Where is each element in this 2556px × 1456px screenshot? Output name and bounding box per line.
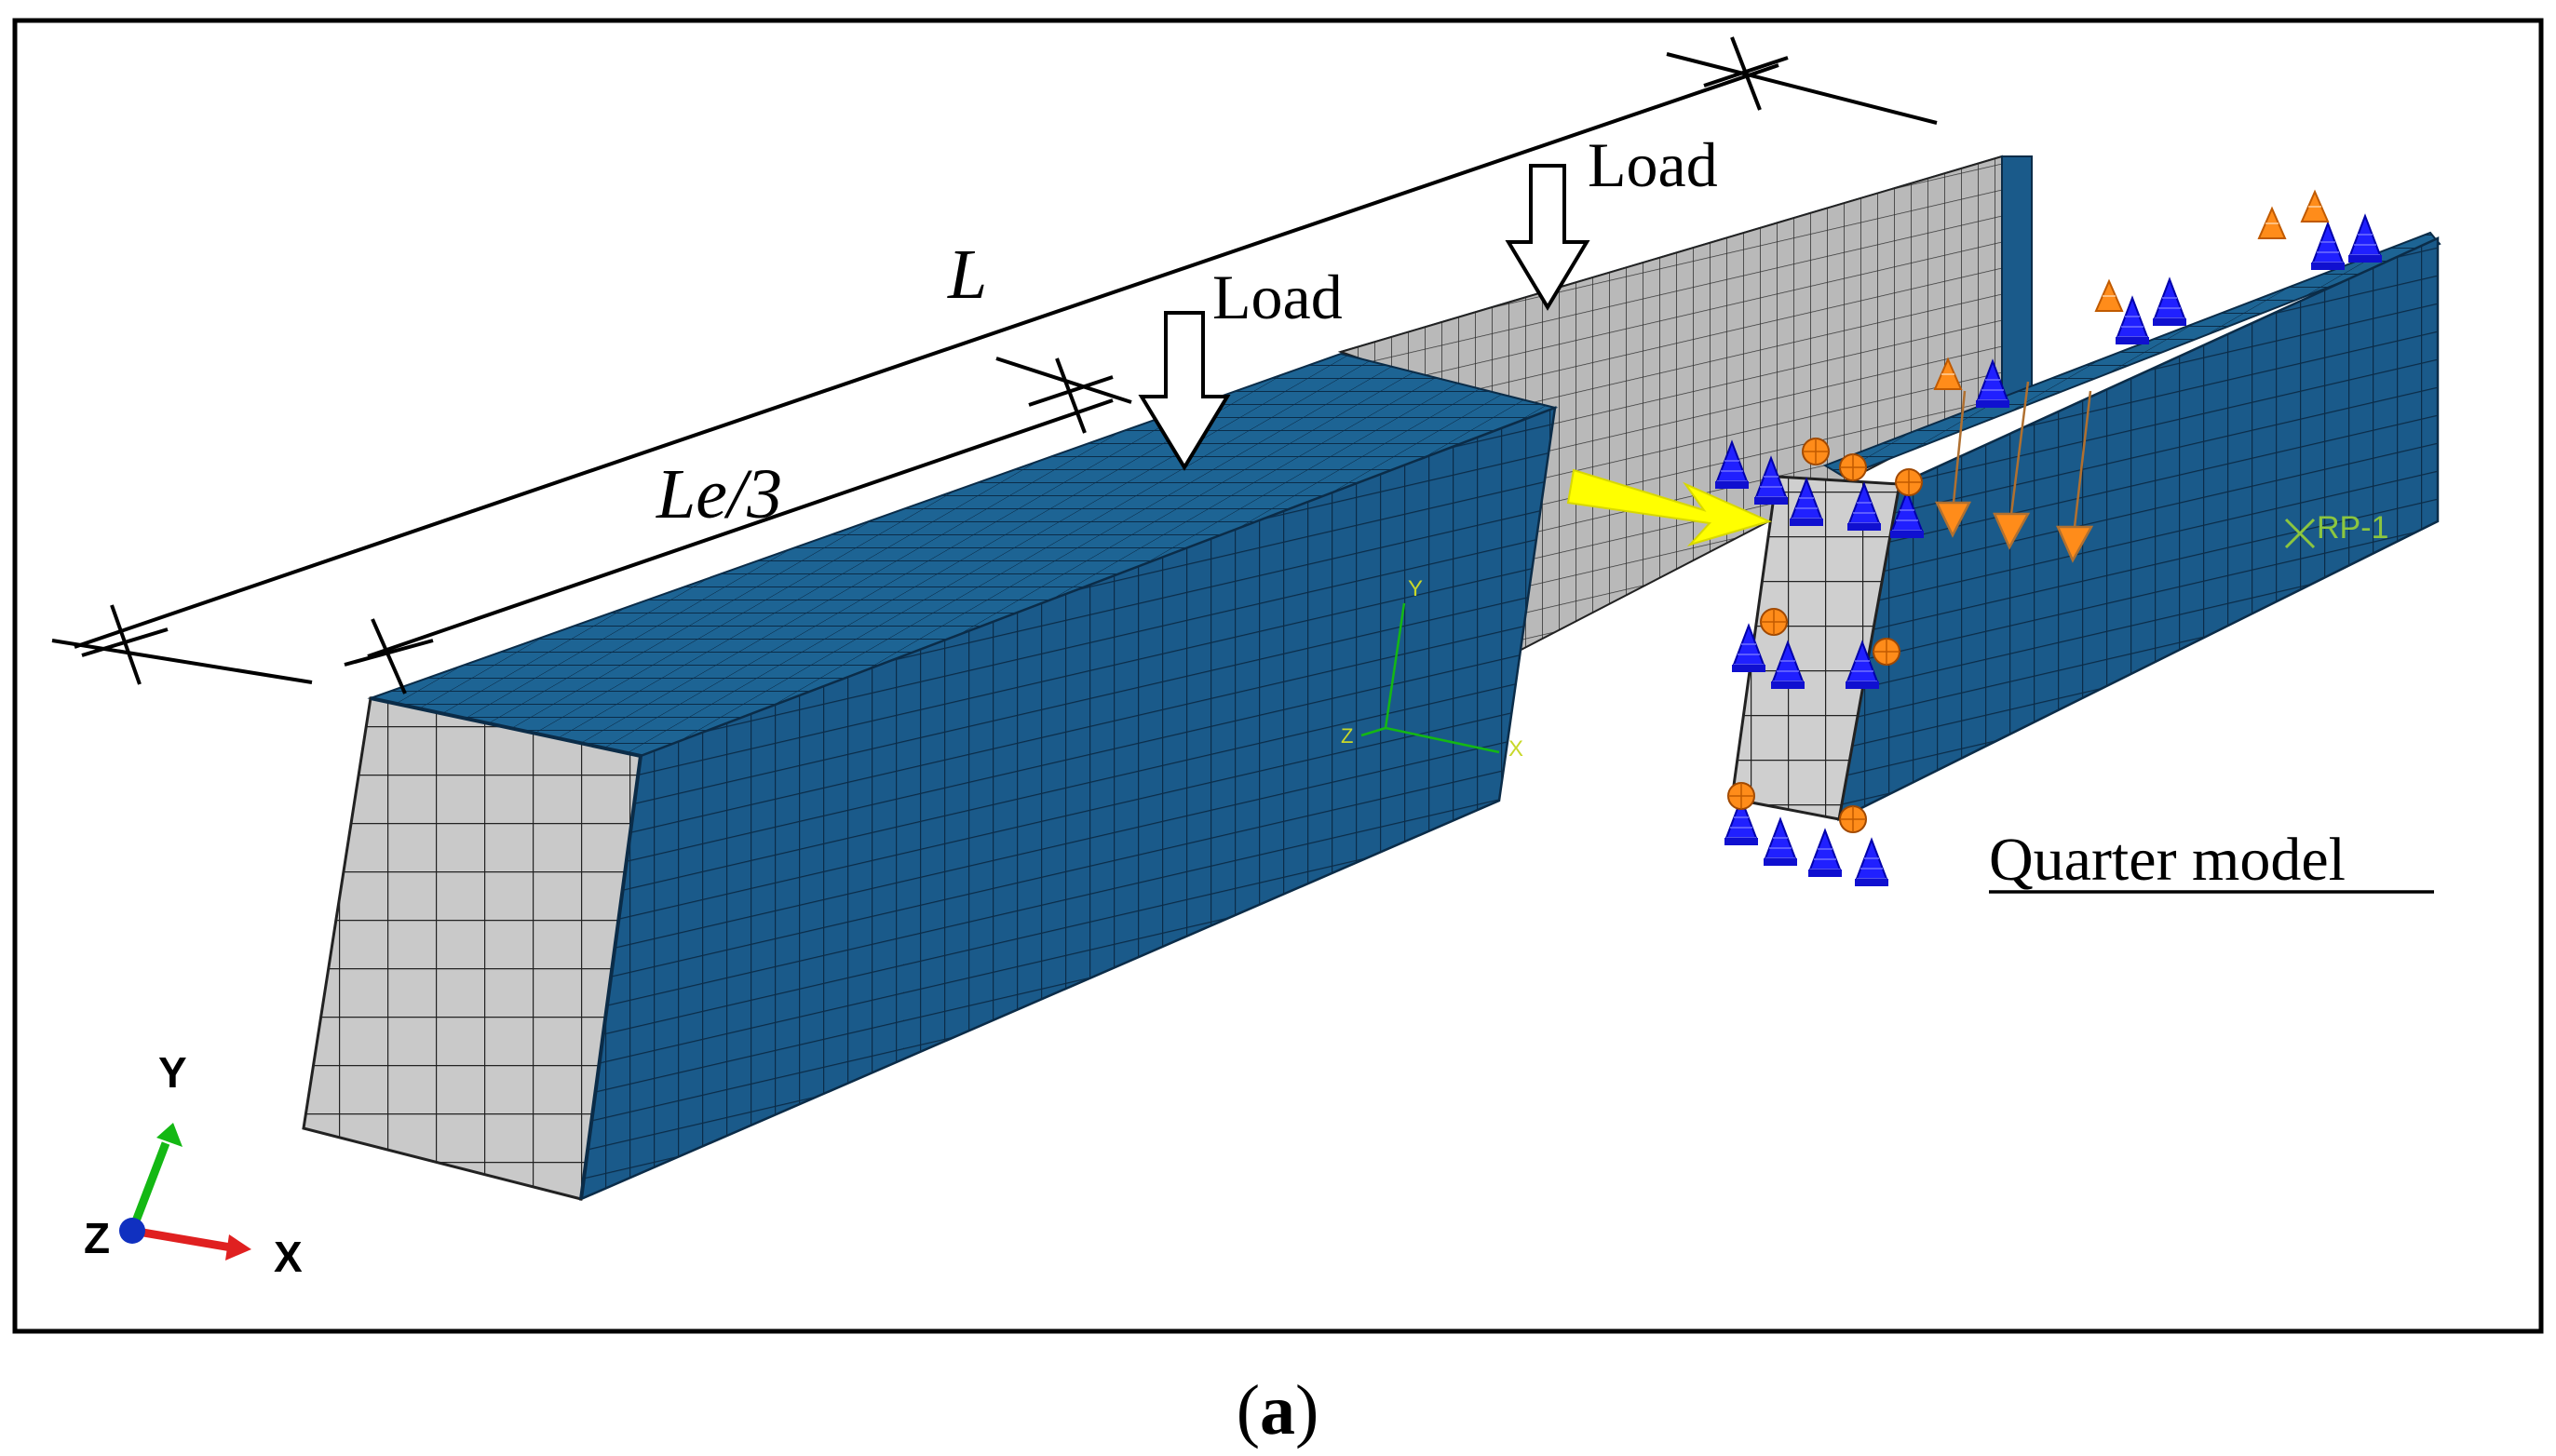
cone-constraint-icon xyxy=(1802,438,1830,465)
cone-constraint-icon xyxy=(1839,805,1867,833)
dimension-lines xyxy=(51,36,1938,694)
load-arrow-1 xyxy=(1138,311,1231,471)
pressure-arrows xyxy=(1935,381,2094,563)
cross-tick-icon xyxy=(1028,357,1114,434)
global-y-axis xyxy=(128,1141,170,1233)
front-beam xyxy=(302,352,1559,1202)
dimension-line-le3 xyxy=(367,398,1114,658)
figure-caption: (a) xyxy=(1237,1371,1319,1449)
dimension-extension-line xyxy=(51,639,313,684)
load-label-2: Load xyxy=(1588,129,1718,200)
global-y-label: Y xyxy=(158,1048,187,1097)
dimension-line-L xyxy=(74,63,1779,649)
rp-label: RP-1 xyxy=(2317,510,2388,546)
load-label-1: Load xyxy=(1212,262,1343,332)
hollow-down-arrow-icon xyxy=(1138,311,1231,471)
local-y-label: Y xyxy=(1408,576,1423,601)
quarter-model-label: Quarter model xyxy=(1989,826,2346,894)
local-x-axis xyxy=(1385,726,1500,754)
local-y-axis xyxy=(1384,602,1406,729)
cone-constraint-icon xyxy=(1760,608,1788,636)
global-axis-triad: Y X Z xyxy=(84,1048,303,1281)
cone-constraint-icon xyxy=(1895,468,1923,496)
arrow-yellow-icon xyxy=(1566,468,1772,546)
x-marker-icon xyxy=(2284,518,2316,549)
reference-point: RP-1 xyxy=(2284,510,2388,549)
dimension-label-L: L xyxy=(947,236,987,314)
cone-constraint-icon xyxy=(1839,453,1867,481)
local-axis-triad: Y X Z xyxy=(1341,576,1523,762)
cone-constraint-icon xyxy=(1873,638,1900,666)
hollow-down-arrow-icon xyxy=(1505,164,1590,311)
cross-tick-icon xyxy=(1703,36,1789,111)
boundary-conditions xyxy=(1714,191,2383,887)
cross-tick-icon xyxy=(81,604,169,685)
caption-letter: a xyxy=(1260,1371,1295,1449)
caption-close: ) xyxy=(1295,1371,1319,1449)
global-x-label: X xyxy=(274,1233,303,1281)
load-arrow-2 xyxy=(1505,164,1590,311)
local-z-axis xyxy=(1360,726,1386,737)
caption-open: ( xyxy=(1237,1371,1260,1449)
cross-tick-icon xyxy=(344,618,434,694)
global-x-axis xyxy=(131,1226,232,1252)
global-z-axis xyxy=(119,1218,145,1244)
global-z-label: Z xyxy=(84,1214,110,1262)
dimension-extension-line xyxy=(1666,52,1938,125)
quarter-top-face xyxy=(1822,231,2441,479)
quarter-model xyxy=(1730,231,2441,822)
cone-constraint-icon xyxy=(1727,782,1755,810)
local-z-label: Z xyxy=(1341,724,1353,748)
dimension-label-le3: Le/3 xyxy=(656,455,782,533)
back-beam xyxy=(1337,155,2033,658)
local-x-label: X xyxy=(1508,736,1523,762)
